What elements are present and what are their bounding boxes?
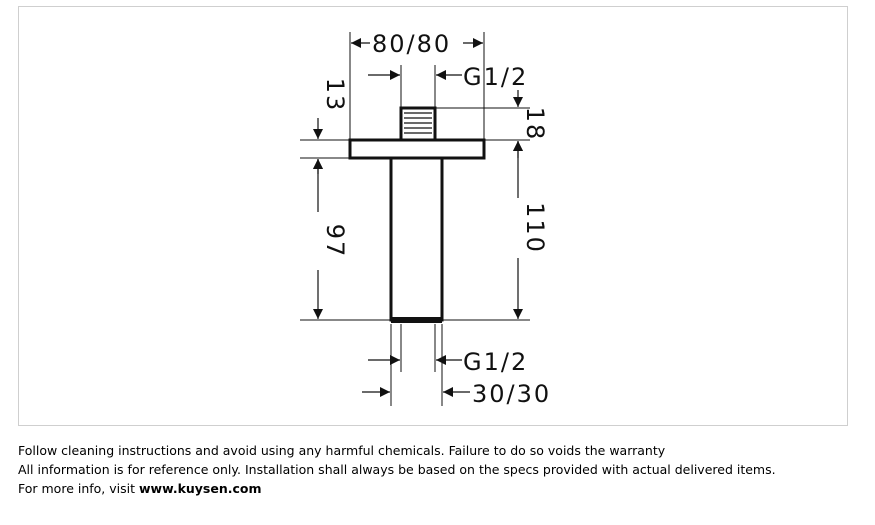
dim-label-length-left: 97 [321, 224, 349, 259]
more-info-line: For more info, visit www.kuysen.com [18, 479, 776, 498]
dim-label-top-thread: G1/2 [463, 63, 528, 91]
ceiling-flange [348, 138, 486, 160]
reference-notice: All information is for reference only. I… [18, 462, 776, 477]
website-link[interactable]: www.kuysen.com [138, 481, 262, 496]
dimension-lines [313, 38, 523, 397]
thread-hatching [404, 112, 432, 134]
dim-label-top-width: 80/80 [372, 30, 451, 58]
dim-label-thread-height: 18 [521, 107, 549, 142]
care-notice: Follow cleaning instructions and avoid u… [18, 443, 666, 458]
technical-drawing: 80/80 G1/2 13 18 97 110 G1/2 30/30 [300, 30, 551, 408]
disclaimer-notes: Follow cleaning instructions and avoid u… [18, 441, 776, 498]
dim-label-bottom-thread: G1/2 [463, 348, 528, 376]
dim-label-length-right: 110 [521, 202, 549, 254]
dim-label-nut-height: 13 [321, 78, 349, 113]
part-body [348, 106, 486, 323]
arm-tube [389, 156, 444, 322]
more-info-text: For more info, visit [18, 481, 139, 496]
dimension-labels: 80/80 G1/2 13 18 97 110 G1/2 30/30 [321, 30, 551, 408]
extension-lines [300, 32, 530, 406]
dim-label-bottom-width: 30/30 [472, 380, 551, 408]
